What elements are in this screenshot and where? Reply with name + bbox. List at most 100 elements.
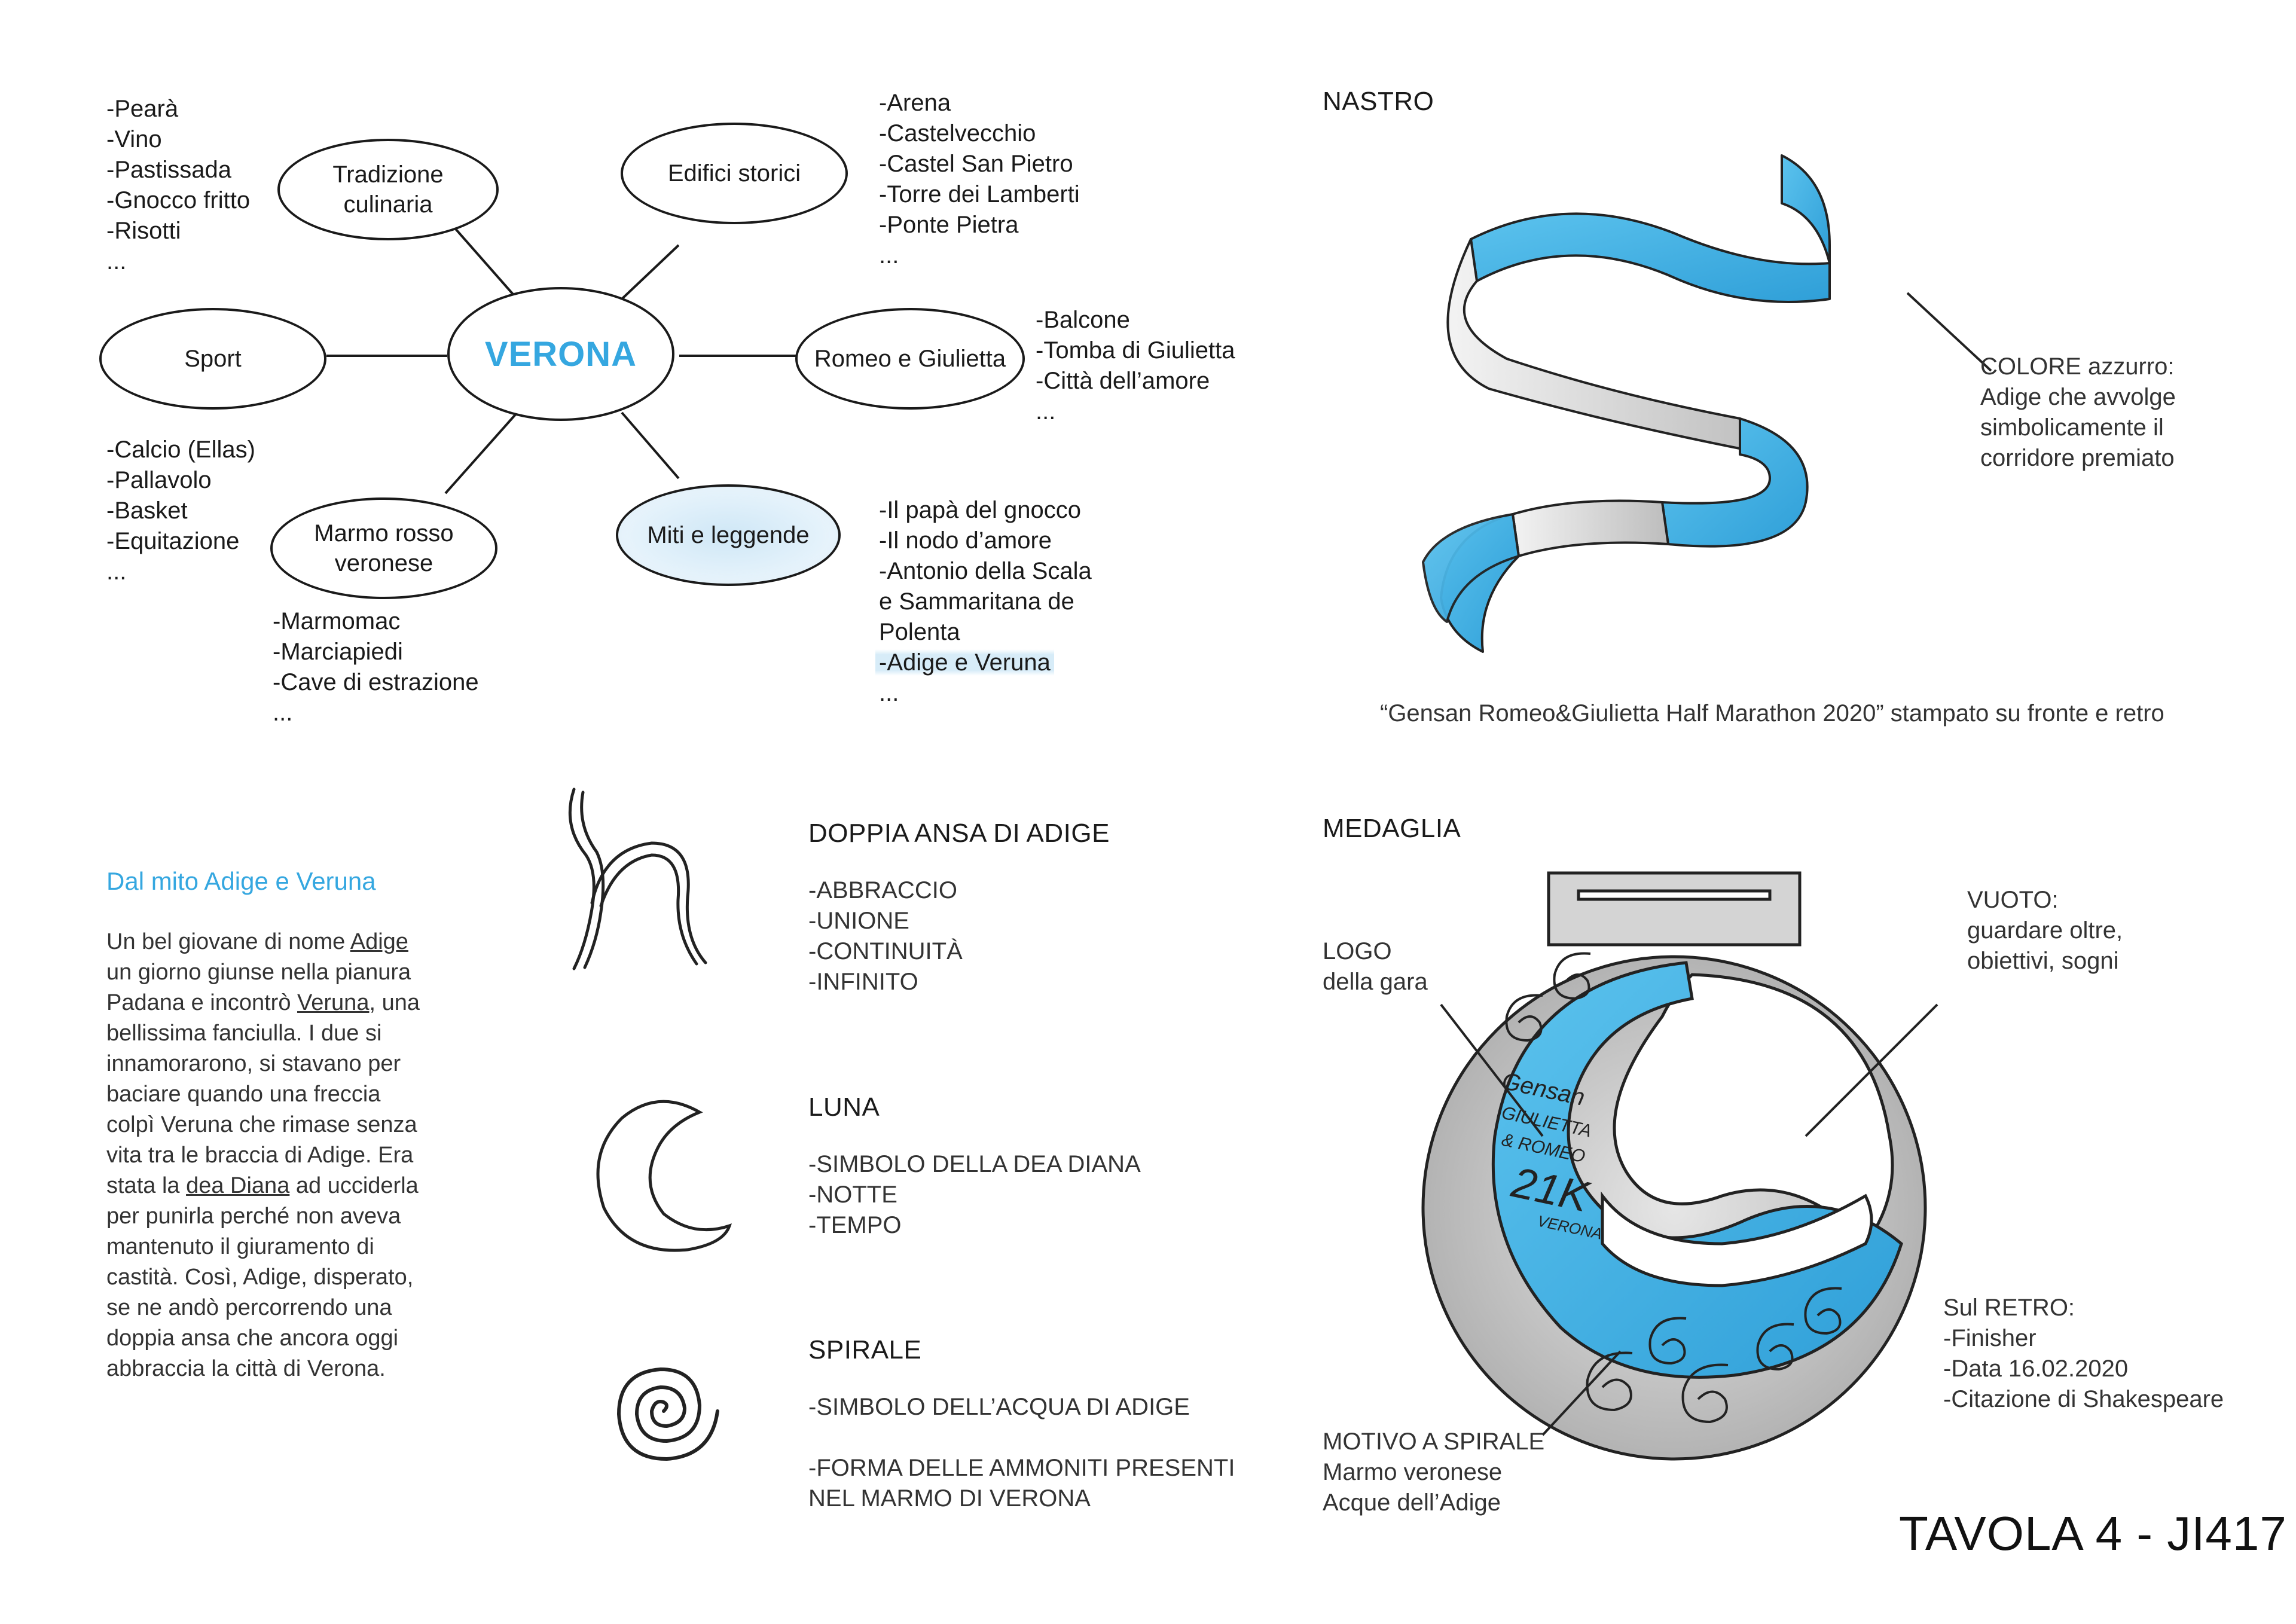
list-item: -Castel San Pietro [879, 151, 1073, 177]
list-item: -Castelvecchio [879, 120, 1036, 146]
note-line: Marmo veronese [1323, 1459, 1503, 1485]
medaglia-heading: MEDAGLIA [1323, 814, 1461, 843]
medal-motivo-note: MOTIVO A SPIRALE Marmo veronese Acque de… [1323, 1427, 1544, 1518]
list-item: ... [106, 558, 127, 585]
list-item: -Cave di estrazione [273, 669, 479, 695]
list-edifici: -Arena -Castelvecchio -Castel San Pietro… [879, 88, 1080, 271]
story-line: vita tra le braccia di Adige. Era [106, 1143, 414, 1168]
center-label: VERONA [484, 334, 637, 374]
note-line: VUOTO: [1967, 887, 2059, 913]
story-line: per punirla perché non aveva [106, 1204, 401, 1229]
note-line: LOGO [1323, 938, 1392, 964]
list-item: -Pastissada [106, 157, 231, 183]
nastro-leader-line [1906, 292, 1992, 372]
note-line: simbolicamente il [1980, 414, 2164, 441]
story-line: doppia ansa che ancora oggi [106, 1326, 399, 1351]
symbol-item: -SIMBOLO DELL’ACQUA DI ADIGE [808, 1394, 1190, 1420]
node-sport-label: Sport [184, 346, 242, 372]
note-line: -Data 16.02.2020 [1943, 1356, 2129, 1382]
story-line: innamorarono, si stavano per [106, 1051, 401, 1076]
list-item: -Adige e Veruna [875, 648, 1092, 678]
note-line: COLORE azzurro: [1980, 353, 2175, 380]
nastro-caption: “Gensan Romeo&Giulietta Half Marathon 20… [1380, 700, 2164, 726]
story-line: baciare quando una freccia [106, 1082, 381, 1107]
story-line: Padana e incontrò Veruna, una [106, 990, 420, 1015]
symbol-item: -UNIONE [808, 908, 909, 934]
list-item: -Pallavolo [106, 467, 212, 493]
node-marmo-line1: Marmo rosso [314, 520, 454, 547]
list-item: ... [273, 700, 293, 726]
list-miti: -Il papà del gnocco -Il nodo d’amore -An… [875, 495, 1092, 709]
symbol-heading: LUNA [808, 1092, 880, 1122]
symbol-item: NEL MARMO DI VERONA [808, 1485, 1091, 1512]
node-miti-label: Miti e leggende [647, 522, 810, 548]
story-line: colpì Veruna che rimase senza [106, 1112, 417, 1137]
list-item: -Calcio (Ellas) [106, 436, 255, 463]
story-body: Un bel giovane di nome Adige un giorno gi… [106, 927, 420, 1384]
story-line: mantenuto il giuramento di [106, 1234, 374, 1259]
node-edifici: Edifici storici [621, 123, 848, 224]
underlined-term: Veruna [297, 990, 370, 1015]
list-romeo: -Balcone -Tomba di Giulietta -Città dell… [1036, 305, 1235, 427]
mindmap-connectors [326, 223, 798, 494]
story-line: Un bel giovane di nome Adige [106, 929, 408, 954]
node-miti: Miti e leggende [616, 484, 841, 586]
list-item: -Torre dei Lamberti [879, 181, 1080, 207]
story-line: stata la dea Diana ad ucciderla [106, 1173, 419, 1198]
note-line: Acque dell’Adige [1323, 1489, 1501, 1516]
list-item: e Sammaritana de [879, 588, 1074, 615]
node-marmo-line2: veronese [334, 550, 433, 576]
list-item: -Risotti [106, 218, 181, 244]
symbol-item: -ABBRACCIO [808, 877, 957, 903]
list-item: -Antonio della Scala [879, 558, 1092, 584]
ribbon-sketch [1422, 154, 1831, 653]
note-line: obiettivi, sogni [1967, 948, 2119, 974]
symbol-heading: DOPPIA ANSA DI ADIGE [808, 819, 1110, 848]
list-item: -Vino [106, 126, 162, 152]
note-line: Sul RETRO: [1943, 1295, 2075, 1321]
list-tradizione: -Pearà -Vino -Pastissada -Gnocco fritto … [106, 94, 250, 277]
medal-sketch: Gensan GIULIETTA & ROMEO 21K VERONA [1421, 871, 1927, 1461]
list-sport: -Calcio (Ellas) -Pallavolo -Basket -Equi… [106, 435, 255, 587]
underlined-term: Adige [350, 929, 408, 954]
mindmap-center-node: VERONA [447, 287, 674, 421]
story-title: Dal mito Adige e Veruna [106, 867, 376, 895]
story-line: bellissima fanciulla. I due si [106, 1021, 382, 1046]
symbol-item [808, 1422, 1235, 1453]
symbol-luna: LUNA -SIMBOLO DELLA DEA DIANA -NOTTE -TE… [808, 1092, 1141, 1241]
story-line: abbraccia la città di Verona. [106, 1356, 386, 1381]
node-tradizione-line1: Tradizione [332, 161, 444, 188]
node-marmo: Marmo rosso veronese [270, 497, 497, 599]
list-item: Polenta [879, 619, 960, 645]
note-line: della gara [1323, 969, 1428, 995]
node-romeo-label: Romeo e Giulietta [814, 346, 1006, 372]
medal-retro-note: Sul RETRO: -Finisher -Data 16.02.2020 -C… [1943, 1293, 2224, 1415]
nastro-note: COLORE azzurro: Adige che avvolge simbol… [1980, 352, 2176, 474]
story-line: castità. Così, Adige, disperato, [106, 1265, 414, 1290]
list-item: -Basket [106, 497, 188, 524]
note-line: -Finisher [1943, 1325, 2037, 1351]
nastro-heading: NASTRO [1323, 87, 1434, 116]
node-tradizione: Tradizione culinaria [277, 139, 499, 240]
symbol-doppia-ansa: DOPPIA ANSA DI ADIGE -ABBRACCIO -UNIONE … [808, 818, 1110, 997]
node-romeo: Romeo e Giulietta [795, 308, 1025, 410]
list-item: -Tomba di Giulietta [1036, 337, 1235, 364]
symbol-spirale: SPIRALE -SIMBOLO DELL’ACQUA DI ADIGE -FO… [808, 1335, 1235, 1514]
node-tradizione-line2: culinaria [343, 191, 433, 218]
medal-leader-lines [1440, 1003, 1938, 1436]
list-item: ... [1036, 398, 1056, 425]
luna-sketch [596, 1100, 732, 1252]
list-item: ... [106, 248, 127, 274]
symbol-item: -TEMPO [808, 1212, 902, 1238]
note-line: guardare oltre, [1967, 917, 2123, 944]
node-sport: Sport [99, 308, 326, 410]
note-line: MOTIVO A SPIRALE [1323, 1428, 1545, 1455]
list-item: -Il nodo d’amore [879, 527, 1052, 554]
symbol-item: -CONTINUITÀ [808, 938, 963, 964]
story-line: un giorno giunse nella pianura [106, 960, 411, 985]
list-item: ... [879, 680, 899, 706]
list-item: -Ponte Pietra [879, 212, 1019, 238]
list-item: -Arena [879, 90, 951, 116]
node-edifici-label: Edifici storici [667, 160, 801, 187]
symbol-item: -INFINITO [808, 969, 918, 995]
